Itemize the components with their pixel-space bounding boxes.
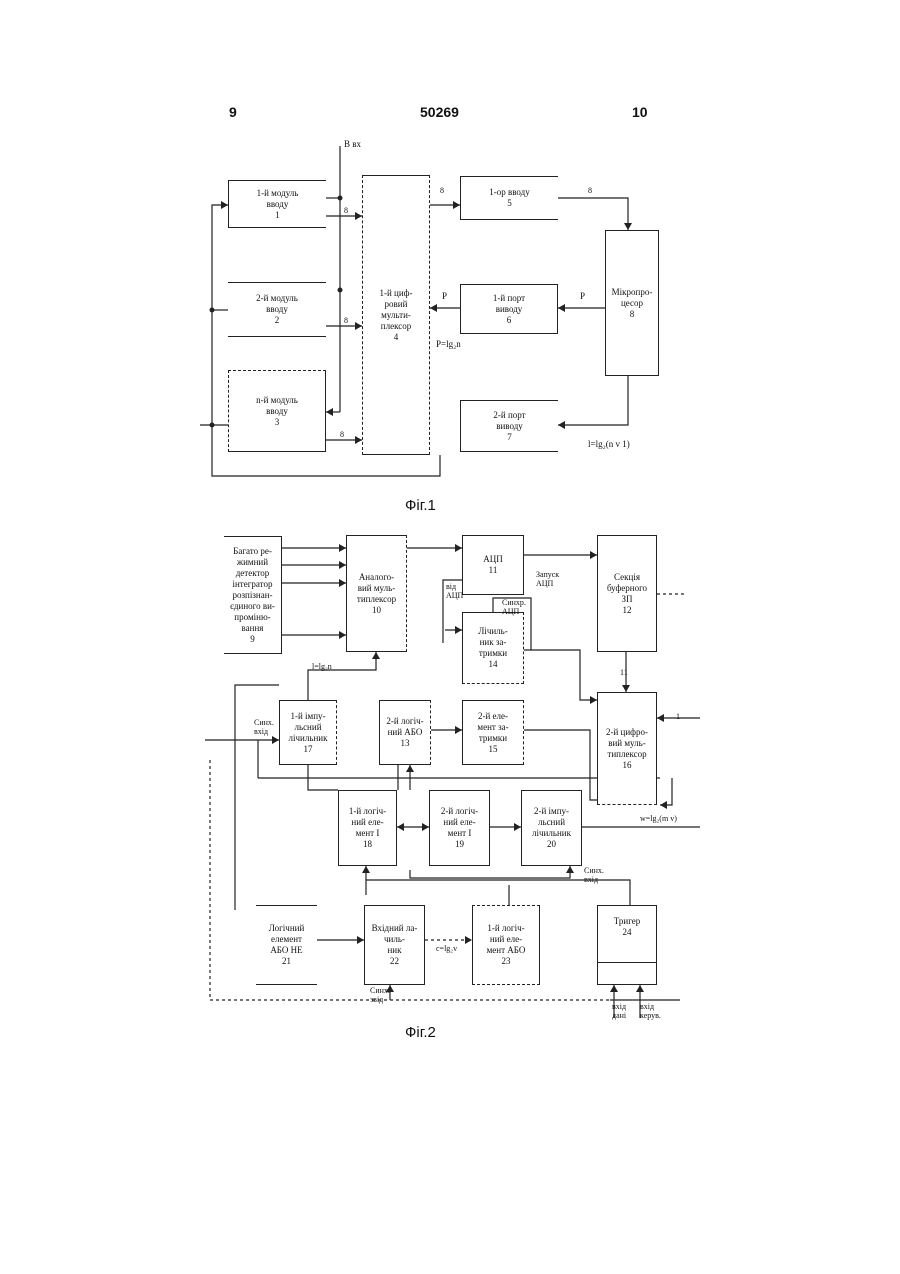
fig1-p-equation: P=lg₂n [436,340,461,349]
fig1-width-label: 8 [340,430,344,439]
fig2-start-adc-label: Запуск АЦП [536,570,559,588]
fig2-block-12: Секція буферного ЗП 12 [597,535,657,652]
fig1-digital-multiplexer: 1-й циф- ровий мульти- плексор 4 [362,175,430,455]
block-label: 2-й логіч- ний АБО 13 [386,716,423,749]
block-label: 2-й еле- мент за- тримки 15 [477,711,508,755]
fig2-width-1-label: 1 [676,712,680,721]
fig1-p-label: P [580,292,585,301]
fig1-width-label: 8 [588,186,592,195]
block-label: n-й модуль вводу 3 [256,395,298,428]
fig1-caption: Фіг.1 [405,497,436,514]
fig2-block-23: 1-й логіч- ний еле- мент АБО 23 [472,905,540,985]
fig2-width-11-label: 11 [620,668,628,677]
fig2-from-adc-label: від АЦП [446,582,463,600]
block-label: Тригер 24 [614,916,641,938]
fig2-block-21: Логічний елемент АБО НЕ 21 [256,905,317,985]
block-label: 1-й циф- ровий мульти- плексор 4 [379,288,412,343]
block-label: Лічиль- ник за- тримки 14 [478,626,508,670]
fig2-q-equation: l=lg₂n [312,662,332,671]
fig2-sync-adc-label: Синхр. АЦП [502,598,526,616]
fig2-block-24-divider [597,962,657,963]
block-label: 1-й модуль вводу 1 [257,188,299,221]
fig2-sync-22-label: Синх. звід [370,986,390,1004]
fig2-block-11: АЦП 11 [462,535,524,595]
fig2-caption: Фіг.2 [405,1024,436,1041]
block-label: 1-й імпу- льсний лічильник 17 [289,711,328,755]
fig1-microprocessor: Мікропро- цесор 8 [605,230,659,376]
fig1-output-port-2: 2-й порт виводу 7 [460,400,558,452]
fig2-block-13: 2-й логіч- ний АБО 13 [379,700,431,765]
block-label: 1-ор вводу 5 [489,187,530,209]
block-label: 2-й цифро- вий муль- типлексор 16 [606,727,648,771]
block-label: 2-й імпу- льсний лічильник 20 [532,806,571,850]
block-label: Секція буферного ЗП 12 [607,572,647,616]
block-label: Мікропро- цесор 8 [612,287,653,320]
fig2-trigger-input-2: вхід керув. [640,1002,661,1020]
block-label: Аналого- вий муль- типлексор 10 [357,572,396,616]
fig2-block-10: Аналого- вий муль- типлексор 10 [346,535,407,652]
block-label: 2-й модуль вводу 2 [256,293,298,326]
fig1-width-label: 8 [440,186,444,195]
fig1-output-port-1: 1-й порт виводу 6 [460,284,558,334]
block-label: Логічний елемент АБО НЕ 21 [269,923,305,967]
fig1-bus-label: В вх [344,140,361,149]
fig2-block-15: 2-й еле- мент за- тримки 15 [462,700,524,765]
fig2-w-equation: w=lg₂(m v) [640,814,677,823]
fig1-input-port: 1-ор вводу 5 [460,176,558,220]
fig1-p-label: P [442,292,447,301]
block-label: 1-й порт виводу 6 [493,293,525,326]
fig2-block-16: 2-й цифро- вий муль- типлексор 16 [597,692,657,805]
fig1-l-equation: l=lg₂(n v 1) [588,440,630,449]
fig2-sync-17-label: Синх. вхід [254,718,274,736]
block-label: Багато ре- жимний детектор інтегратор ро… [230,546,275,645]
fig2-trigger-input-1: вхід дані [612,1002,626,1020]
fig1-input-module-1: 1-й модуль вводу 1 [228,180,326,228]
block-label: 1-й логіч- ний еле- мент АБО 23 [487,923,526,967]
block-label: АЦП 11 [483,554,503,576]
fig2-block-14: Лічиль- ник за- тримки 14 [462,612,524,684]
block-label: Вхідний ла- чиль- ник 22 [372,923,418,967]
fig2-block-18: 1-й логіч- ний еле- мент І 18 [338,790,397,866]
fig2-block-20: 2-й імпу- льсний лічильник 20 [521,790,582,866]
fig2-block-22: Вхідний ла- чиль- ник 22 [364,905,425,985]
fig2-c-equation: c=lg₂v [436,944,457,953]
fig1-input-module-n: n-й модуль вводу 3 [228,370,326,452]
fig1-width-label: 8 [344,316,348,325]
fig2-block-24: Тригер 24 [597,905,657,985]
fig2-sync-20-label: Синх. вхід [584,866,604,884]
block-label: 1-й логіч- ний еле- мент І 18 [349,806,386,850]
fig1-input-module-2: 2-й модуль вводу 2 [228,282,326,337]
fig2-block-9: Багато ре- жимний детектор інтегратор ро… [224,536,282,654]
block-label: 2-й порт виводу 7 [493,410,525,443]
fig1-width-label: 8 [344,206,348,215]
fig2-block-17: 1-й імпу- льсний лічильник 17 [279,700,337,765]
fig2-block-19: 2-й логіч- ний еле- мент І 19 [429,790,490,866]
block-label: 2-й логіч- ний еле- мент І 19 [441,806,478,850]
